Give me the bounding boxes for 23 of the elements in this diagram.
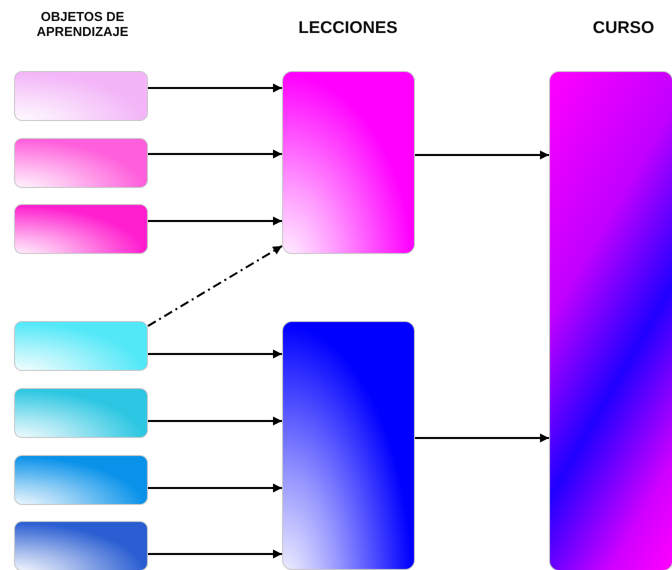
column-heading: CURSO	[592, 18, 656, 38]
arrow	[148, 350, 282, 358]
block	[14, 138, 148, 188]
column-heading: OBJETOS DE APRENDIZAJE	[36, 10, 130, 40]
arrow	[148, 550, 282, 558]
column-heading: LECCIONES	[297, 18, 399, 38]
arrow	[148, 484, 282, 492]
arrow	[147, 245, 283, 327]
block	[14, 521, 148, 570]
block	[282, 321, 415, 570]
block	[282, 71, 415, 254]
arrow	[148, 216, 282, 226]
arrow	[415, 434, 549, 442]
block	[14, 204, 148, 254]
block	[14, 321, 148, 371]
arrow	[415, 150, 549, 160]
block	[14, 455, 148, 505]
arrow	[148, 150, 282, 158]
block	[14, 71, 148, 121]
block	[549, 71, 672, 570]
arrow	[148, 416, 282, 426]
block	[14, 388, 148, 438]
arrow	[148, 84, 282, 92]
